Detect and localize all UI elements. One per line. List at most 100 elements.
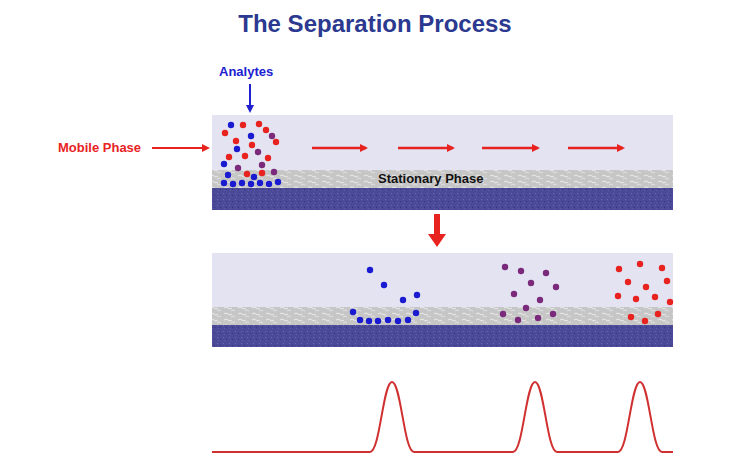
arrow-shaft: [434, 214, 440, 236]
band-label: Stationary Phase: [378, 171, 484, 187]
flow-arrow: [312, 147, 366, 150]
support-base: [212, 325, 673, 347]
analyte-dot: [515, 317, 521, 323]
stationary-layer: [212, 307, 673, 325]
analyte-dot: [242, 153, 248, 159]
annotation-label: Mobile Phase: [58, 140, 141, 155]
chromatogram-trace: [212, 382, 673, 452]
analyte-dot: [248, 133, 254, 139]
pointer-arrow: [249, 84, 251, 111]
flow-arrows: [312, 147, 623, 150]
analyte-dot: [528, 280, 534, 286]
red-analytes: [222, 121, 279, 177]
analyte-dot: [511, 291, 517, 297]
analyte-dot: [226, 154, 232, 160]
analyte-dot: [256, 121, 262, 127]
analyte-dot: [255, 149, 261, 155]
stationary-layer: [212, 170, 673, 188]
purple-band: [500, 264, 559, 323]
column-bottom: [212, 253, 673, 347]
analyte-dot: [235, 165, 241, 171]
analyte-dot: [259, 162, 265, 168]
analyte-dot: [628, 314, 634, 320]
support-base: [212, 188, 673, 210]
analyte-dot: [535, 315, 541, 321]
analyte-dot: [366, 318, 372, 324]
analyte-dot: [357, 317, 363, 323]
blue-band: [350, 267, 420, 324]
analyte-dot: [228, 122, 234, 128]
analyte-dot: [222, 130, 228, 136]
analyte-dot: [523, 305, 529, 311]
analyte-dot: [259, 170, 265, 176]
analyte-dot: [273, 139, 279, 145]
analyte-dot: [659, 265, 665, 271]
analyte-dot: [265, 155, 271, 161]
analyte-dot: [537, 297, 543, 303]
analyte-dot: [405, 317, 411, 323]
analyte-dot: [381, 282, 387, 288]
analyte-dot: [234, 146, 240, 152]
stationary-phase-band: Stationary Phase: [212, 170, 673, 188]
analyte-dot: [350, 309, 356, 315]
diagram-title: The Separation Process: [0, 10, 750, 38]
analyte-dot: [615, 293, 621, 299]
analyte-dot: [550, 311, 556, 317]
analyte-dot: [413, 310, 419, 316]
analyte-dot: [239, 180, 245, 186]
pointer-arrow: [152, 147, 208, 149]
analyte-dot: [266, 181, 272, 187]
analyte-dot: [643, 284, 649, 290]
analyte-dot: [240, 122, 246, 128]
analyte-dot: [263, 127, 269, 133]
analyte-dot: [633, 296, 639, 302]
analyte-dot: [518, 268, 524, 274]
analyte-dot: [637, 261, 643, 267]
annotation-label: Analytes: [219, 64, 273, 79]
blue-analytes: [221, 122, 281, 187]
analyte-dot: [244, 171, 250, 177]
analyte-dot: [221, 180, 227, 186]
analyte-dot: [553, 284, 559, 290]
column-top: [212, 115, 673, 210]
analyte-dot: [367, 267, 373, 273]
analyte-dot: [249, 142, 255, 148]
analyte-dot: [664, 278, 670, 284]
analyte-dot: [616, 266, 622, 272]
arrow-head: [428, 234, 446, 247]
analyte-dot: [414, 292, 420, 298]
analyte-dot: [625, 279, 631, 285]
analyte-dot: [375, 318, 381, 324]
analyte-dot: [225, 172, 231, 178]
analyte-dot: [400, 297, 406, 303]
analyte-dot: [667, 299, 673, 305]
analyte-dot: [642, 318, 648, 324]
analyte-dot: [385, 317, 391, 323]
analyte-dot: [652, 294, 658, 300]
analyte-dot: [230, 181, 236, 187]
analyte-dot: [221, 161, 227, 167]
flow-arrow: [398, 147, 453, 150]
red-band: [615, 261, 673, 324]
analyte-dot: [257, 180, 263, 186]
analyte-dot: [271, 169, 277, 175]
purple-analytes: [235, 133, 277, 175]
analyte-dot: [502, 264, 508, 270]
analyte-dot: [275, 179, 281, 185]
analyte-dot: [269, 133, 275, 139]
analyte-mixture: [221, 121, 281, 187]
analyte-dot: [655, 311, 661, 317]
mobile-phase-region: [212, 115, 673, 171]
flow-arrow: [482, 147, 538, 150]
analyte-dot: [500, 311, 506, 317]
analyte-dot: [543, 270, 549, 276]
transition-arrow: [428, 214, 446, 247]
analyte-dot: [248, 181, 254, 187]
analyte-dot: [251, 174, 257, 180]
analyte-dot: [395, 318, 401, 324]
analyte-dot: [233, 138, 239, 144]
mobile-phase-region: [212, 253, 673, 308]
flow-arrow: [568, 147, 623, 150]
